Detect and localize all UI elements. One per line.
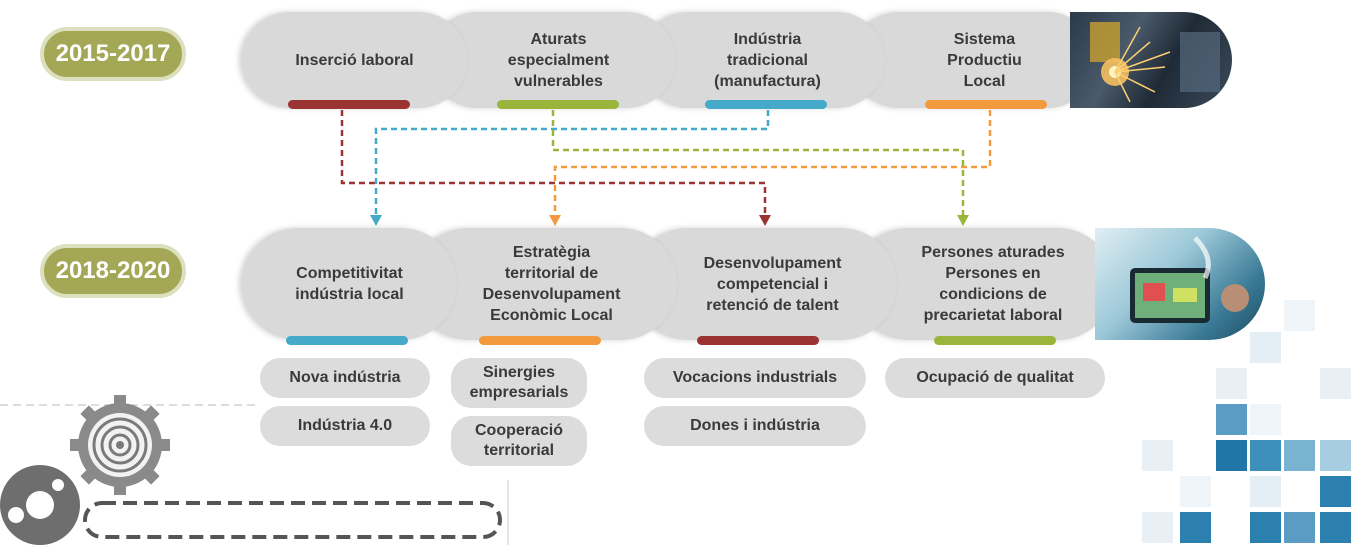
decor-square bbox=[1216, 404, 1247, 435]
sub-item-industria-40: Indústria 4.0 bbox=[260, 406, 430, 446]
bottom-bar-blue bbox=[286, 336, 408, 345]
decor-square bbox=[1284, 512, 1315, 543]
sub-item-vocacions-industrials: Vocacions industrials bbox=[644, 358, 866, 398]
sub-item-nova-industria: Nova indústria bbox=[260, 358, 430, 398]
decor-square bbox=[1320, 476, 1351, 507]
tablet-icon bbox=[1130, 236, 1249, 323]
decor-square bbox=[1142, 512, 1173, 543]
industry-4-tablet-photo bbox=[1095, 228, 1265, 340]
sub-item-dones-industria: Dones i indústria bbox=[644, 406, 866, 446]
top-pill-insercio-laboral: Inserció laboral bbox=[242, 12, 467, 108]
decor-square bbox=[1216, 440, 1247, 471]
decor-square bbox=[1250, 476, 1281, 507]
period-badge-2018-2020: 2018-2020 bbox=[40, 244, 186, 298]
decor-square bbox=[1320, 512, 1351, 543]
decor-square bbox=[1180, 476, 1211, 507]
decor-square bbox=[1250, 440, 1281, 471]
decor-square bbox=[1284, 440, 1315, 471]
decor-square bbox=[1284, 300, 1315, 331]
decor-square bbox=[1250, 512, 1281, 543]
decor-square bbox=[1320, 368, 1351, 399]
decor-square bbox=[1142, 440, 1173, 471]
top-bar-orange bbox=[925, 100, 1047, 109]
gears-icon bbox=[0, 395, 509, 545]
decor-square bbox=[1250, 404, 1281, 435]
period-badge-2015-2017: 2015-2017 bbox=[40, 27, 186, 81]
top-bar-blue bbox=[705, 100, 827, 109]
top-bar-red bbox=[288, 100, 410, 109]
industrial-welding-photo bbox=[1070, 12, 1232, 108]
welding-sparks-icon bbox=[1090, 22, 1220, 103]
bottom-bar-orange bbox=[479, 336, 601, 345]
decor-square bbox=[1250, 332, 1281, 363]
bottom-bar-red bbox=[697, 336, 819, 345]
decor-square bbox=[1216, 368, 1247, 399]
bottom-bar-green bbox=[934, 336, 1056, 345]
decor-square bbox=[1180, 512, 1211, 543]
sub-item-ocupacio-qualitat: Ocupació de qualitat bbox=[885, 358, 1105, 398]
decor-square bbox=[1320, 440, 1351, 471]
top-bar-green bbox=[497, 100, 619, 109]
